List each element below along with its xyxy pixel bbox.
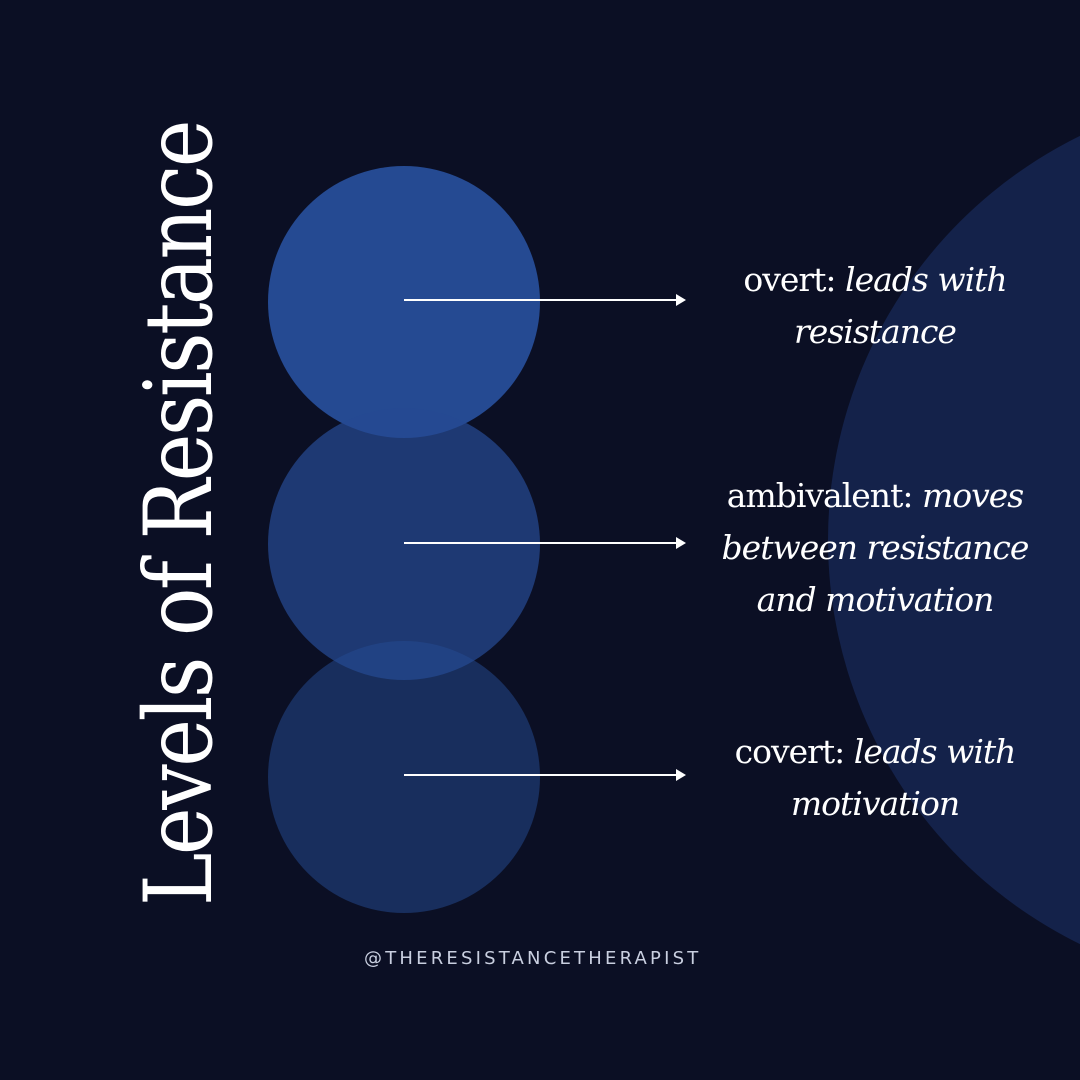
arrow-ambivalent	[404, 536, 686, 550]
level-circle-overt	[268, 166, 540, 438]
level-circle-covert	[268, 641, 540, 913]
level-description: leads with motivation	[790, 732, 1017, 823]
level-label-overt: overt: leads with resistance	[700, 254, 1050, 358]
arrow-shaft	[404, 774, 678, 776]
level-label-ambivalent: ambivalent: moves between resistance and…	[690, 470, 1060, 626]
arrow-right-icon	[676, 294, 686, 306]
arrow-covert	[404, 768, 686, 782]
arrow-overt	[404, 293, 686, 307]
level-circle-ambivalent	[268, 408, 540, 680]
page-title: Levels of Resistance	[125, 110, 234, 970]
social-handle: @THERESISTANCETHERAPIST	[364, 948, 702, 969]
level-term: ambivalent:	[726, 476, 914, 515]
arrow-shaft	[404, 542, 678, 544]
level-term: covert:	[734, 732, 846, 771]
level-description: leads with resistance	[794, 260, 1008, 351]
arrow-shaft	[404, 299, 678, 301]
level-description: moves between resistance and motivation	[721, 476, 1030, 619]
page-title-text: Levels of Resistance	[125, 122, 234, 907]
level-term: overt:	[743, 260, 836, 299]
level-label-covert: covert: leads with motivation	[700, 726, 1050, 830]
arrow-right-icon	[676, 769, 686, 781]
arrow-right-icon	[676, 537, 686, 549]
